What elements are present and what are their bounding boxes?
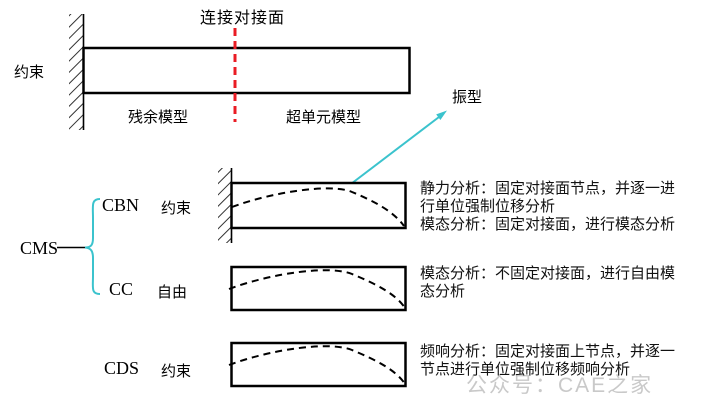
fixed-wall-top	[69, 14, 85, 130]
boundary-label-cc: 自由	[157, 285, 188, 301]
watermark-text: 公众号：CAE之家	[466, 374, 654, 397]
description-line: 行单位强制位移分析	[420, 199, 556, 215]
description-line: 静力分析：固定对接面节点，并逐一进	[420, 181, 676, 197]
boundary-label-cds: 约束	[161, 364, 192, 380]
residual-model-label: 残余模型	[128, 110, 189, 126]
mode-curve-cds	[228, 345, 406, 385]
cms-root-label: CMS	[20, 238, 59, 258]
constraint-label-top: 约束	[14, 65, 45, 81]
description-cc: 模态分析：不固定对接面，进行自由模 态分析	[420, 265, 703, 301]
mode-curve-cc	[228, 269, 406, 309]
mode-shape-arrow	[342, 110, 447, 191]
method-label-cbn: CBN	[102, 195, 140, 215]
method-label-cc: CC	[109, 279, 134, 299]
beam-cbn	[230, 181, 407, 230]
interface-label: 连接对接面	[200, 10, 286, 27]
superelement-model-label: 超单元模型	[286, 110, 362, 126]
boundary-label-cbn: 约束	[161, 201, 192, 217]
beam-cds	[230, 341, 407, 388]
description-line: 频响分析：固定对接面上节点，并逐一	[420, 344, 676, 360]
description-line: 态分析	[420, 284, 466, 300]
description-cds: 频响分析：固定对接面上节点，并逐一 节点进行单位强制位移频响分析	[420, 343, 703, 379]
description-line: 节点进行单位强制位移频响分析	[420, 362, 631, 378]
fixed-wall-cbn	[218, 168, 233, 243]
beam-cc	[230, 265, 407, 312]
mode-shape-label: 振型	[452, 90, 483, 106]
description-line: 模态分析：固定对接面，进行模态分析	[420, 217, 676, 233]
description-cbn: 静力分析：固定对接面节点，并逐一进 行单位强制位移分析 模态分析：固定对接面，进…	[420, 180, 703, 234]
cms-brace	[57, 198, 101, 295]
description-line: 模态分析：不固定对接面，进行自由模	[420, 266, 676, 282]
beam-full-model	[82, 46, 411, 95]
method-label-cds: CDS	[104, 358, 140, 378]
